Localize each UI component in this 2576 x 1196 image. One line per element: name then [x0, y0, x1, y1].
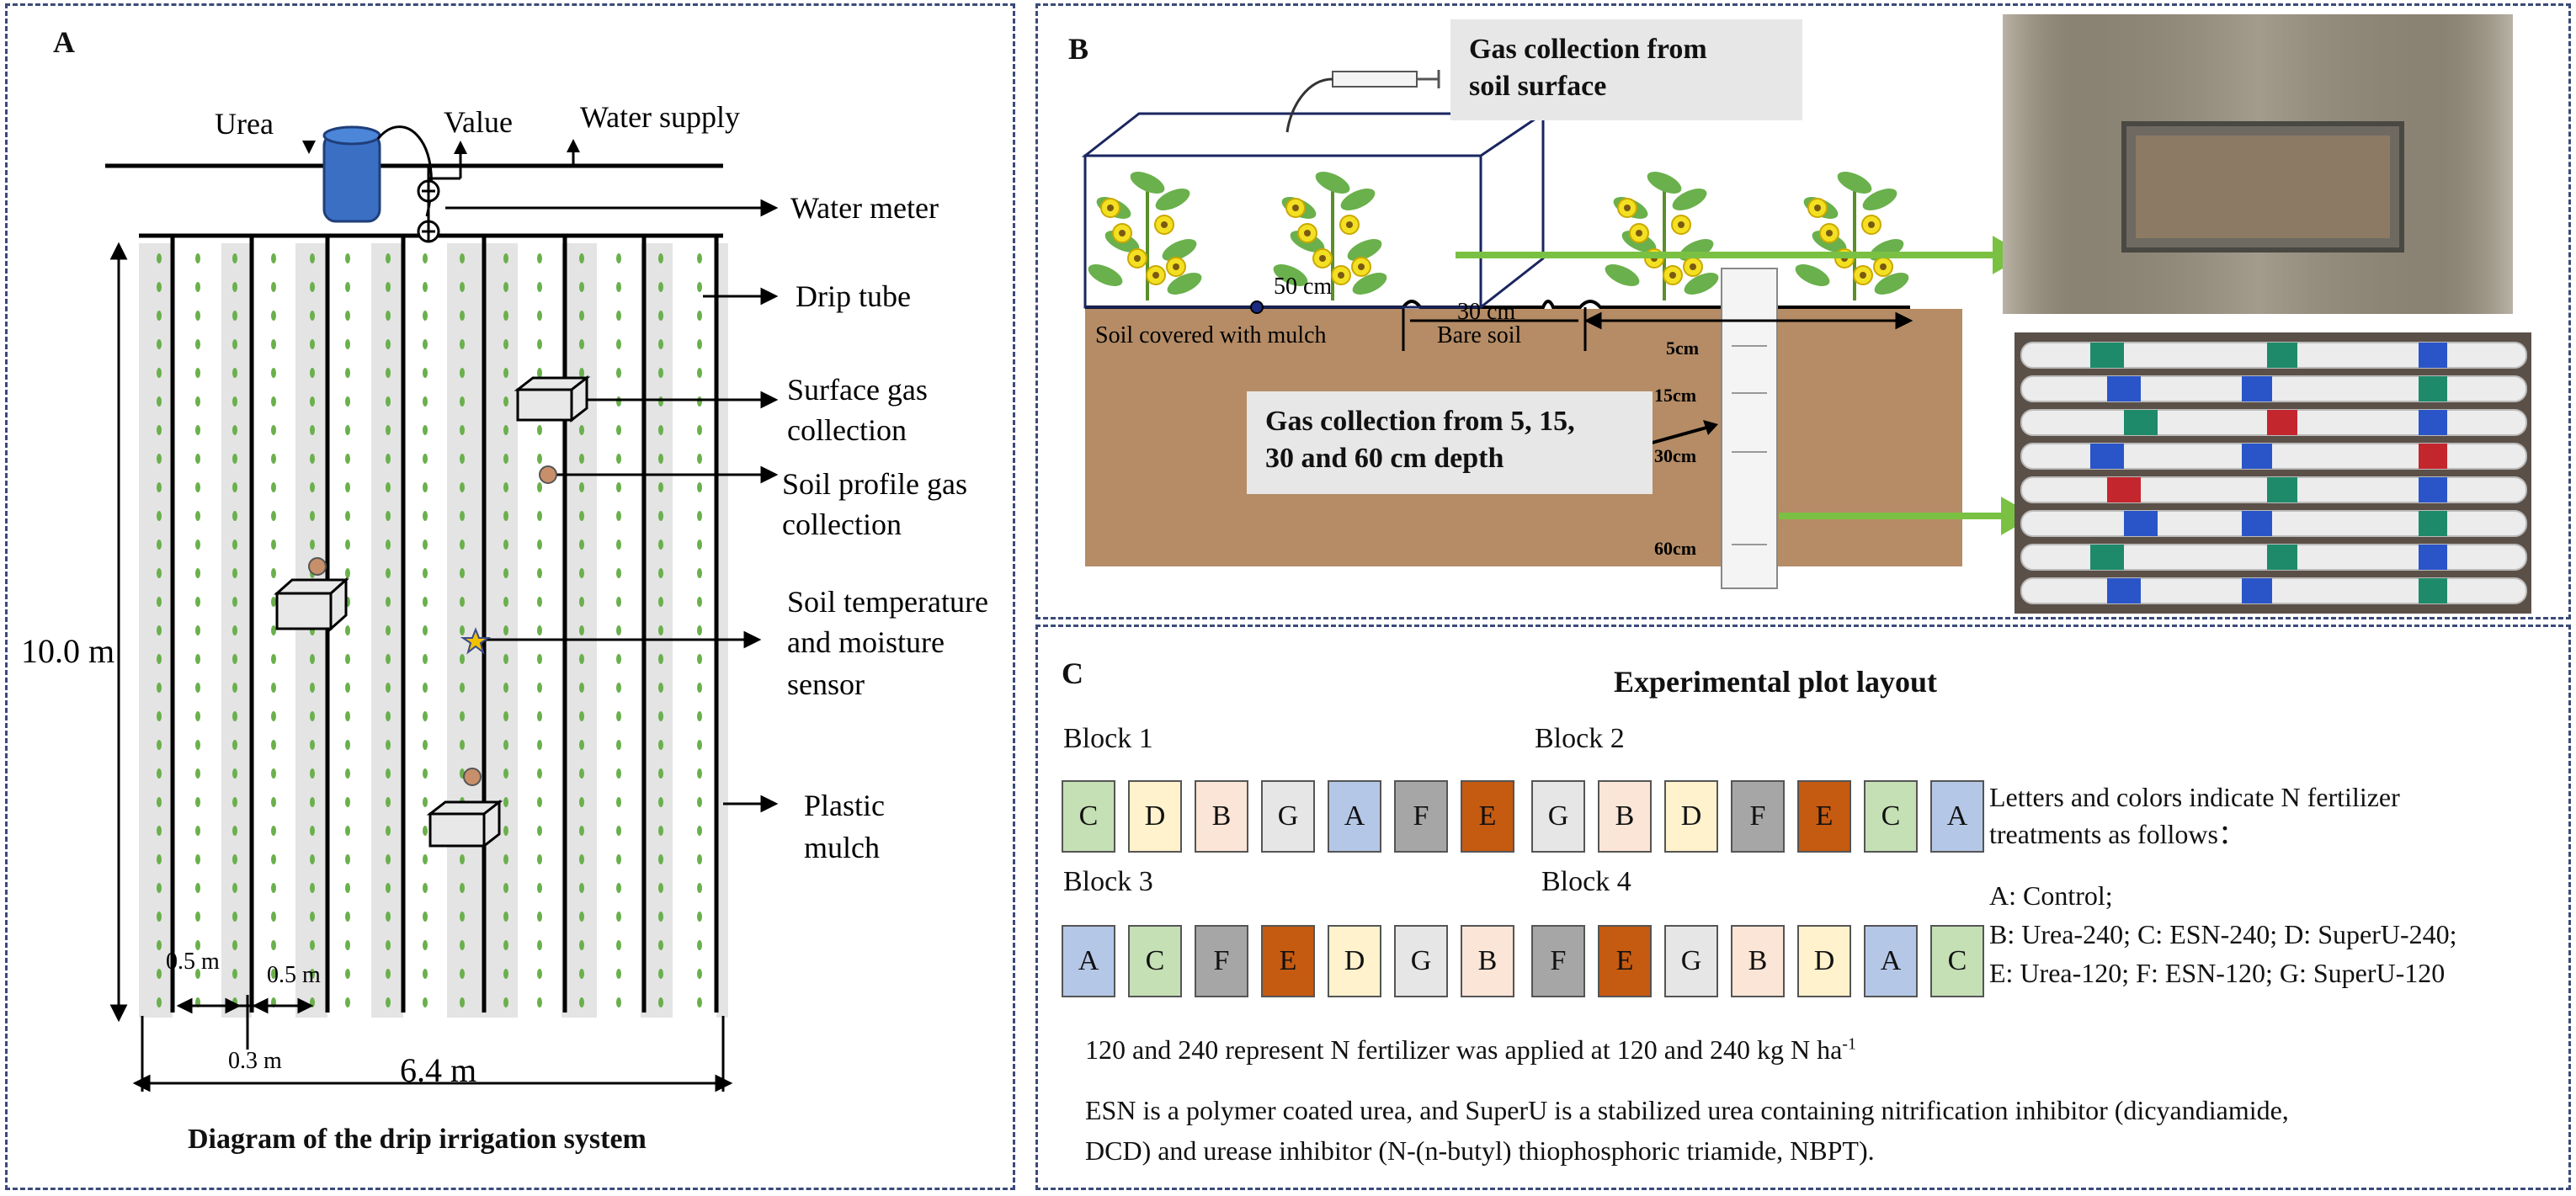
- plant-icon: [1088, 172, 1202, 300]
- plant-icon: [1605, 172, 1719, 300]
- panel-a: A: [5, 3, 1015, 1190]
- soil-profile-marker-icon: [308, 465, 557, 786]
- syringe-icon: [1285, 70, 1440, 133]
- plot-E: E: [1797, 780, 1851, 853]
- mulch-soil-label: Soil covered with mulch: [1095, 322, 1327, 348]
- urea-tank: [322, 132, 381, 223]
- depth-label: 15cm: [1654, 385, 1696, 406]
- water-supply-label: Water supply: [580, 100, 740, 134]
- soil-profile-label: Soil profile gas: [782, 467, 967, 501]
- plant-icon: [1273, 172, 1387, 300]
- dist-30-label: 30 cm: [1457, 299, 1515, 325]
- plot-G: G: [1394, 925, 1448, 997]
- note-esn: ESN is a polymer coated urea, and SuperU…: [1085, 1095, 2289, 1166]
- plot-B: B: [1598, 780, 1652, 853]
- plot-F: F: [1531, 925, 1585, 997]
- surface-gas-box-icon: [426, 799, 503, 849]
- mulch-label: Plastic: [804, 789, 885, 822]
- plot-D: D: [1797, 925, 1851, 997]
- panel-a-caption: Diagram of the drip irrigation system: [188, 1124, 647, 1155]
- height-label: 10.0 m: [21, 632, 114, 670]
- depth-label: 30cm: [1654, 445, 1696, 466]
- plot-B: B: [1195, 780, 1248, 853]
- plot-F: F: [1195, 925, 1248, 997]
- surface-gas-box-icon: [514, 375, 591, 423]
- sensor-label: Soil temperature: [787, 585, 988, 619]
- plot-F: F: [1731, 780, 1785, 853]
- plot-A: A: [1930, 780, 1984, 853]
- dist-50-label: 50 cm: [1274, 274, 1332, 300]
- panel-c: C Experimental plot layout Block 1 Block…: [1035, 625, 2571, 1190]
- svg-text:sensor: sensor: [787, 667, 865, 701]
- panel-b-label: B: [1068, 32, 1089, 66]
- panel-c-label: C: [1062, 656, 1083, 690]
- plot-E: E: [1461, 780, 1514, 853]
- note-rate: 120 and 240 represent N fertilizer was a…: [1085, 1034, 1856, 1065]
- plot-C: C: [1128, 925, 1182, 997]
- plot-E: E: [1598, 925, 1652, 997]
- urea-label: Urea: [215, 107, 274, 141]
- plot-A: A: [1328, 780, 1381, 853]
- plot-C: C: [1864, 780, 1918, 853]
- callout-surface-gas: Gas collection from soil surface: [1450, 19, 1802, 120]
- block-label: Block 3: [1063, 866, 1153, 897]
- spacing-label: 0.5 m: [166, 949, 220, 975]
- surface-gas-box-icon: [274, 577, 349, 632]
- plot-B: B: [1461, 925, 1514, 997]
- plot-D: D: [1664, 780, 1718, 853]
- plot-C: C: [1930, 925, 1984, 997]
- sensor-star-icon: [460, 627, 492, 655]
- svg-text:mulch: mulch: [804, 831, 880, 864]
- bare-soil-label: Bare soil: [1437, 322, 1522, 348]
- plot-D: D: [1128, 780, 1182, 853]
- plot-A: A: [1864, 925, 1918, 997]
- depth-label: 60cm: [1654, 538, 1696, 559]
- plot-G: G: [1531, 780, 1585, 853]
- plot-G: G: [1664, 925, 1718, 997]
- plot-C: C: [1062, 780, 1115, 853]
- drip-tube-label: Drip tube: [796, 279, 911, 313]
- surface-gas-label: Surface gas: [787, 373, 928, 407]
- plot-G: G: [1261, 780, 1315, 853]
- depth-label: 5cm: [1666, 338, 1699, 359]
- plot-D: D: [1328, 925, 1381, 997]
- sampling-tube: [1721, 268, 1778, 589]
- spacing-label: 0.5 m: [267, 962, 321, 988]
- panel-b: B: [1035, 3, 2571, 619]
- legend: Letters and colors indicate N fertilizer…: [1989, 782, 2400, 849]
- block-label: Block 2: [1535, 723, 1625, 754]
- panel-c-title: Experimental plot layout: [1614, 665, 1937, 699]
- legend-treatments: A: Control; B: Urea-240; C: ESN-240; D: …: [1989, 880, 2457, 988]
- plot-B: B: [1731, 925, 1785, 997]
- svg-text:collection: collection: [782, 508, 902, 541]
- plot-F: F: [1394, 780, 1448, 853]
- plot-A: A: [1062, 925, 1115, 997]
- photo-tubes: [2014, 332, 2531, 614]
- plot-E: E: [1261, 925, 1315, 997]
- spacing-label: 0.3 m: [228, 1048, 282, 1074]
- drip-irrigation-diagram: Urea Value Water supply Water meter Drip…: [21, 100, 988, 1092]
- callout-depth-gas: Gas collection from 5, 15, 30 and 60 cm …: [1247, 391, 1653, 494]
- water-meter-label: Water meter: [790, 191, 939, 225]
- value-label: Value: [444, 105, 513, 139]
- block-label: Block 4: [1541, 866, 1631, 897]
- width-label: 6.4 m: [400, 1051, 476, 1089]
- gas-sampling-diagram: 50 cm 30 cm Soil covered with mulch Bare…: [1081, 14, 2531, 614]
- panel-a-label: A: [53, 25, 75, 59]
- plant-icon: [1795, 172, 1909, 300]
- photo-chamber: [2003, 14, 2513, 314]
- svg-text:and moisture: and moisture: [787, 625, 945, 659]
- block-label: Block 1: [1063, 723, 1153, 754]
- svg-text:collection: collection: [787, 413, 907, 447]
